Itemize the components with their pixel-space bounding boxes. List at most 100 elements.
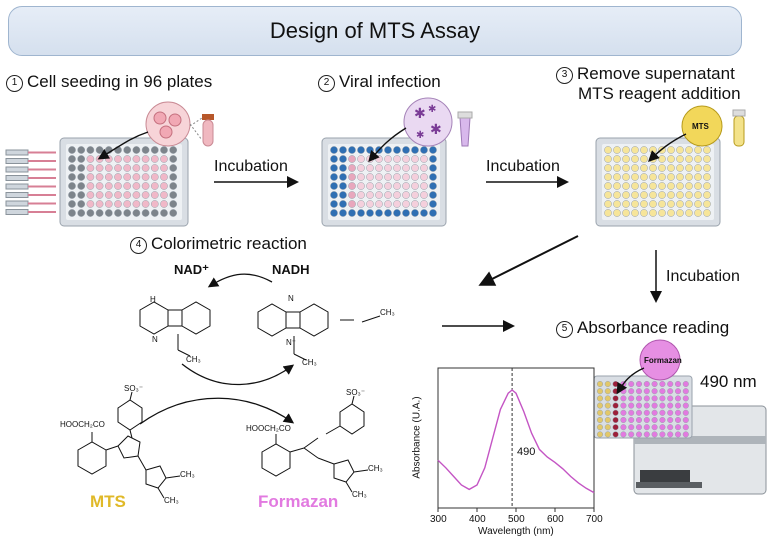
formazan-arrow bbox=[139, 397, 295, 425]
well bbox=[141, 182, 150, 190]
well bbox=[77, 209, 86, 217]
well bbox=[631, 155, 639, 163]
well bbox=[703, 182, 711, 190]
pipette-tip bbox=[5, 209, 29, 215]
well bbox=[402, 155, 410, 163]
well bbox=[357, 164, 365, 172]
pipette-tip bbox=[5, 183, 29, 190]
well bbox=[123, 173, 132, 181]
well bbox=[667, 402, 674, 409]
absorbance-series-line bbox=[437, 389, 595, 494]
well bbox=[429, 164, 437, 172]
well bbox=[667, 388, 674, 395]
well bbox=[68, 191, 76, 199]
well bbox=[420, 164, 428, 172]
well bbox=[631, 191, 639, 199]
well bbox=[604, 402, 611, 409]
well bbox=[95, 209, 104, 217]
well bbox=[393, 146, 401, 154]
well bbox=[123, 164, 132, 172]
well bbox=[643, 395, 650, 402]
well bbox=[635, 395, 643, 402]
nad-arrow bbox=[207, 273, 273, 288]
well bbox=[339, 164, 347, 172]
well bbox=[676, 209, 684, 217]
well bbox=[366, 146, 374, 154]
well bbox=[169, 209, 178, 217]
step-2-text: Viral infection bbox=[339, 72, 441, 91]
well bbox=[703, 146, 711, 154]
well bbox=[613, 173, 621, 181]
well bbox=[658, 191, 666, 199]
well bbox=[86, 191, 95, 199]
incubation-label-1: Incubation bbox=[214, 158, 288, 175]
well bbox=[86, 200, 95, 208]
well bbox=[402, 182, 410, 190]
well bbox=[649, 146, 657, 154]
well bbox=[77, 146, 86, 154]
well bbox=[402, 164, 410, 172]
well bbox=[651, 388, 658, 395]
well bbox=[348, 155, 356, 163]
well bbox=[628, 402, 635, 409]
well bbox=[77, 164, 86, 172]
well bbox=[612, 424, 619, 431]
well bbox=[420, 200, 428, 208]
well bbox=[384, 182, 392, 190]
ch3-label-formazan-1: CH₃ bbox=[368, 464, 383, 473]
step-1-text: Cell seeding in 96 plates bbox=[27, 72, 213, 91]
well bbox=[622, 146, 630, 154]
well bbox=[613, 191, 621, 199]
well bbox=[640, 200, 648, 208]
well bbox=[169, 164, 178, 172]
well bbox=[393, 209, 401, 217]
well bbox=[357, 200, 365, 208]
well bbox=[169, 155, 178, 163]
reduction-arrow bbox=[181, 363, 295, 386]
well bbox=[604, 173, 612, 181]
x-tick-label: 300 bbox=[430, 514, 447, 525]
well bbox=[402, 191, 410, 199]
well bbox=[348, 182, 356, 190]
well bbox=[604, 209, 612, 217]
well bbox=[659, 395, 666, 402]
well bbox=[339, 209, 347, 217]
well bbox=[667, 395, 674, 402]
well bbox=[651, 402, 658, 409]
well bbox=[635, 424, 643, 431]
well bbox=[682, 424, 689, 431]
well bbox=[613, 164, 621, 172]
svg-text:✱: ✱ bbox=[428, 104, 436, 115]
well bbox=[640, 164, 648, 172]
well bbox=[160, 146, 168, 154]
oxidized-pms-structure bbox=[257, 303, 381, 361]
formazan-label: Formazan bbox=[258, 492, 339, 511]
well bbox=[596, 409, 604, 416]
well bbox=[685, 182, 693, 190]
step-3-text: Remove supernatant bbox=[577, 64, 735, 83]
well bbox=[104, 173, 113, 181]
well bbox=[613, 155, 621, 163]
well bbox=[330, 182, 338, 190]
well bbox=[330, 209, 338, 217]
chart-ylabel: Absorbance (U.A.) bbox=[411, 396, 423, 479]
well bbox=[132, 146, 141, 154]
well bbox=[667, 182, 675, 190]
well bbox=[640, 182, 648, 190]
well bbox=[429, 173, 437, 181]
well bbox=[604, 431, 611, 438]
well bbox=[375, 191, 383, 199]
well bbox=[123, 209, 132, 217]
n-label: N bbox=[152, 335, 158, 344]
well bbox=[375, 182, 383, 190]
well bbox=[384, 191, 392, 199]
well bbox=[628, 395, 635, 402]
svg-text:✱: ✱ bbox=[416, 130, 424, 141]
well bbox=[643, 380, 650, 388]
well bbox=[150, 182, 159, 190]
well bbox=[658, 200, 666, 208]
well bbox=[160, 173, 168, 181]
x-tick-label: 500 bbox=[508, 514, 525, 525]
well bbox=[620, 388, 627, 395]
